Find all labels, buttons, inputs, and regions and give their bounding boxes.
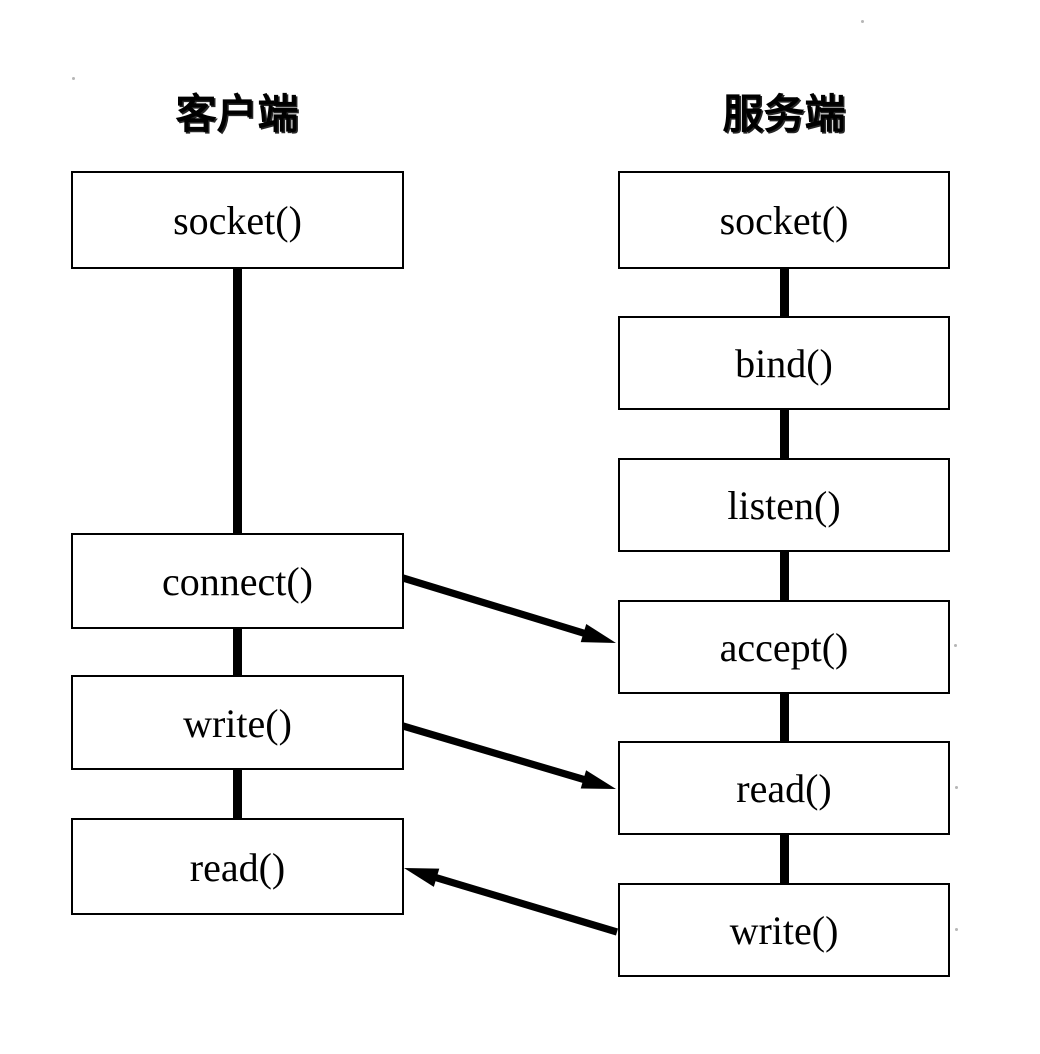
scan-speck-1: [72, 77, 75, 80]
connector-line-client-1: [233, 629, 242, 675]
node-label: write(): [729, 908, 839, 953]
column-heading-server: 服务端: [722, 90, 846, 138]
connector-line-client-2: [233, 770, 242, 818]
node-box-server-bind[interactable]: bind(): [618, 316, 950, 410]
arrow-head: [580, 623, 616, 643]
node-label: accept(): [719, 625, 849, 670]
node-box-client-connect[interactable]: connect(): [71, 533, 404, 629]
node-box-server-socket[interactable]: socket(): [618, 171, 950, 269]
arrow-client-write-to-server-read: [401, 722, 616, 789]
scan-speck-4: [955, 928, 958, 931]
arrow-head: [580, 770, 616, 789]
column-heading-client: 客户端: [175, 90, 299, 138]
connector-line-server-2: [779, 552, 789, 600]
node-box-client-read[interactable]: read(): [71, 818, 404, 915]
arrow-shaft: [401, 574, 597, 641]
node-box-server-listen[interactable]: listen(): [618, 458, 950, 552]
node-box-server-write[interactable]: write(): [618, 883, 950, 977]
arrow-shaft: [401, 722, 596, 787]
arrow-head: [404, 868, 440, 887]
node-label: bind(): [735, 341, 833, 386]
node-label: write(): [183, 700, 292, 746]
node-label: read(): [189, 844, 286, 890]
scan-speck-2: [954, 644, 957, 647]
arrow-connect-to-accept: [401, 574, 616, 643]
connector-line-server-0: [779, 269, 789, 316]
node-label: socket(): [719, 198, 849, 243]
node-label: socket(): [173, 198, 302, 243]
node-label: connect(): [161, 559, 313, 604]
node-box-client-write[interactable]: write(): [71, 675, 404, 770]
connector-line-client-0: [233, 269, 242, 533]
arrow-shaft: [424, 870, 619, 936]
node-label: listen(): [727, 483, 841, 528]
node-box-server-read[interactable]: read(): [618, 741, 950, 835]
arrow-server-write-to-client-read: [404, 868, 619, 936]
connector-line-server-4: [779, 835, 789, 883]
node-box-client-socket[interactable]: socket(): [71, 171, 404, 269]
scan-speck-3: [955, 786, 958, 789]
node-label: read(): [736, 766, 832, 811]
connector-line-server-3: [779, 694, 789, 741]
node-box-server-accept[interactable]: accept(): [618, 600, 950, 694]
scan-speck-0: [861, 20, 864, 23]
connector-line-server-1: [779, 410, 789, 458]
